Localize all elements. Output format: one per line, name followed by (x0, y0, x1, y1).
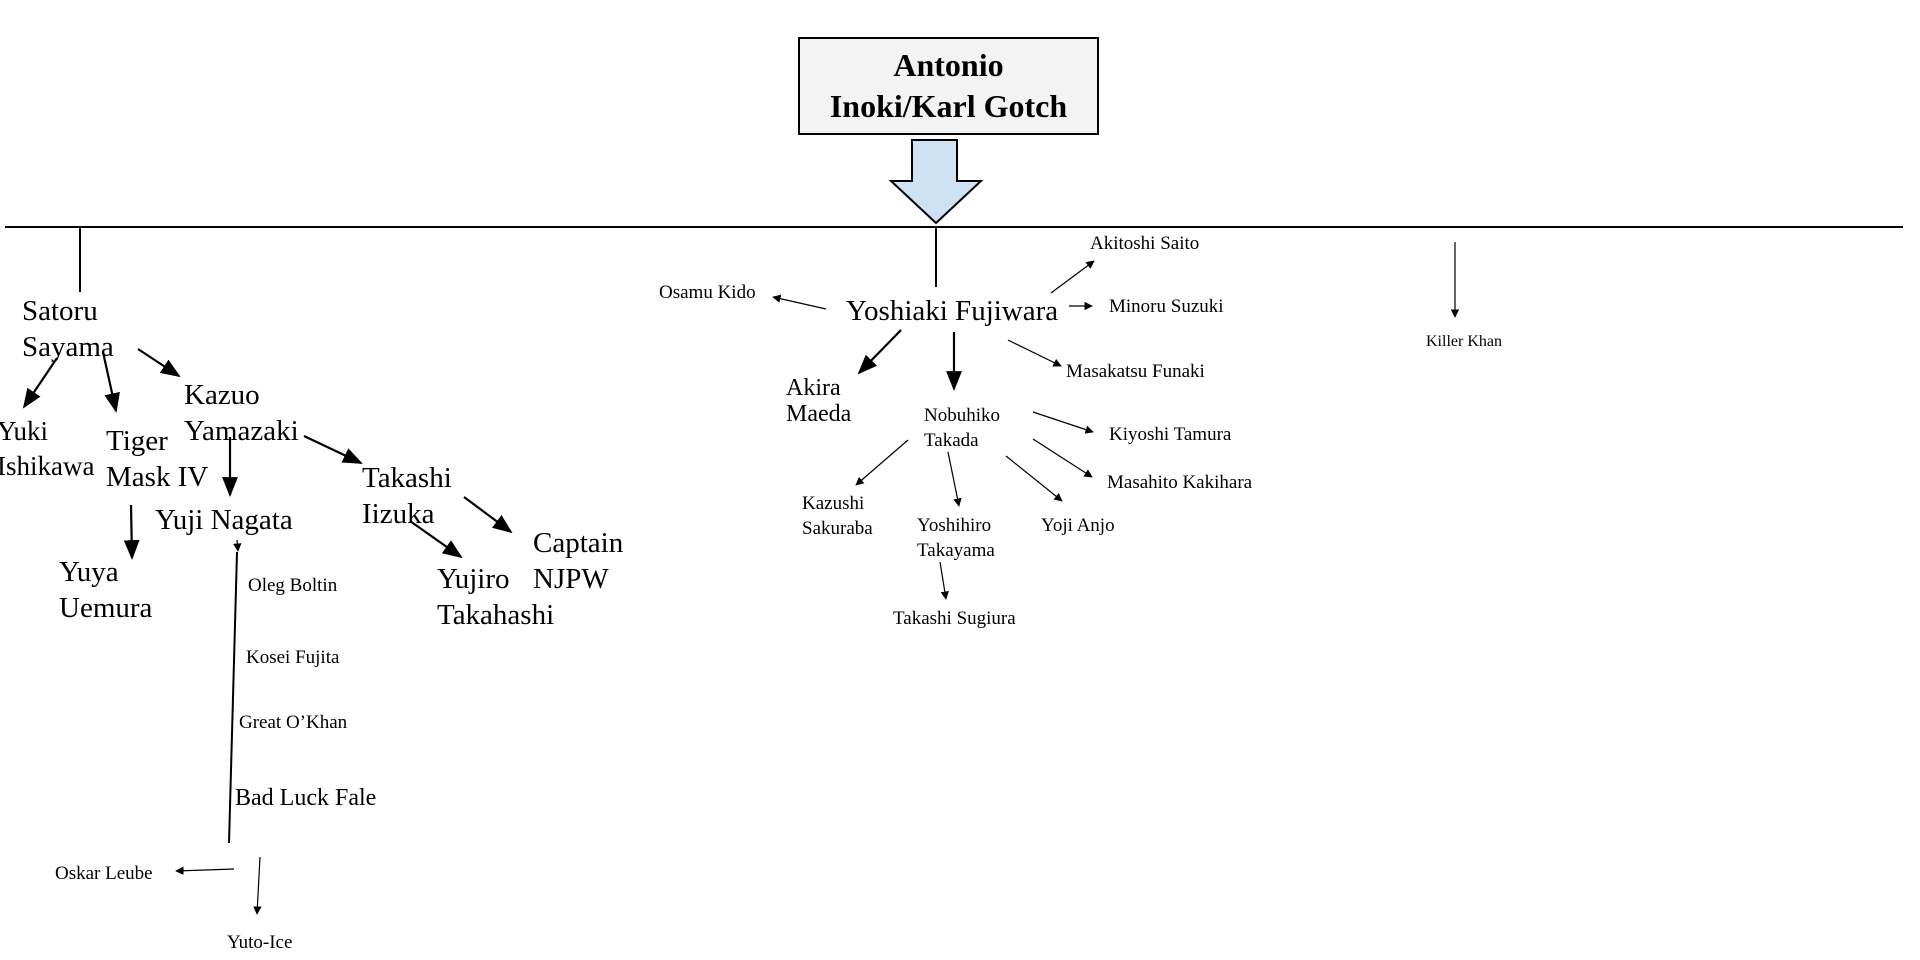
arrow-fujiwara-kido (772, 294, 827, 310)
node-line: Yamazaki (184, 415, 299, 447)
node-tiger-mask-iv: Tiger Mask IV (106, 423, 208, 495)
node-line: Yuki (0, 416, 49, 446)
node-bad-luck-fale: Bad Luck Fale (235, 785, 377, 811)
node-yoshihiro-takayama: Yoshihiro Takayama (917, 513, 995, 563)
node-line: Ishikawa (0, 451, 95, 481)
node-kazuo-yamazaki: Kazuo Yamazaki (184, 377, 299, 449)
arrow-takada-takayama (947, 451, 962, 507)
node-line: Maeda (786, 401, 852, 427)
node-line: Sayama (22, 331, 114, 363)
node-satoru-sayama: Satoru Sayama (22, 293, 114, 365)
node-line: Mask IV (106, 461, 209, 493)
arrow-takada-kakihara (1032, 438, 1093, 478)
arrow-sayama-tigermask (101, 351, 120, 413)
node-masahito-kakihara: Masahito Kakihara (1107, 472, 1253, 493)
node-yuji-nagata: Yuji Nagata (155, 504, 293, 536)
node-oleg-boltin: Oleg Boltin (248, 575, 338, 596)
node-minoru-suzuki: Minoru Suzuki (1109, 296, 1224, 317)
arrow-takayama-sugiura (939, 561, 949, 600)
root-box: Antonio Inoki/Karl Gotch (798, 37, 1099, 135)
node-akira-maeda: Akira Maeda (786, 375, 851, 427)
node-line: Satoru (22, 295, 98, 327)
nagata-students-line (228, 551, 238, 844)
root-name-line1: Antonio (893, 47, 1004, 83)
node-kazushi-sakuraba: Kazushi Sakuraba (802, 491, 873, 541)
node-yuki-ishikawa: Yuki Ishikawa (0, 414, 94, 484)
node-great-okhan: Great O’Khan (239, 712, 348, 733)
root-name: Antonio Inoki/Karl Gotch (830, 45, 1067, 127)
node-line: Captain (533, 527, 624, 559)
arrow-leube (175, 866, 235, 875)
arrow-sayama-yamazaki (137, 348, 181, 378)
node-line: Yuya (59, 556, 119, 588)
root-name-line2: Inoki/Karl Gotch (829, 88, 1068, 124)
arrow-tigermask-uemura (123, 504, 140, 560)
arrow-takada-tamura (1032, 411, 1094, 434)
node-osamu-kido: Osamu Kido (659, 282, 756, 303)
node-yuya-uemura: Yuya Uemura (59, 554, 152, 626)
node-takashi-sugiura: Takashi Sugiura (893, 608, 1016, 629)
node-line: Nobuhiko (924, 405, 1000, 426)
arrow-fujiwara-maeda (857, 329, 902, 375)
node-line: NJPW (533, 563, 609, 595)
arrow-iizuka-takahashi (409, 520, 463, 559)
node-yuto-ice: Yuto-Ice (227, 932, 293, 953)
node-line: Kazuo (184, 379, 260, 411)
node-masakatsu-funaki: Masakatsu Funaki (1066, 361, 1205, 382)
node-yujiro-takahashi: Yujiro Takahashi (437, 561, 554, 633)
arrow-fujiwara-saito (1050, 260, 1095, 294)
node-line: Uemura (59, 592, 153, 624)
node-nobuhiko-takada: Nobuhiko Takada (924, 403, 1000, 453)
node-kosei-fujita: Kosei Fujita (246, 647, 340, 668)
root-down-arrow (888, 139, 984, 225)
node-line: Iizuka (362, 498, 435, 530)
node-line: Yujiro (437, 563, 510, 595)
node-kiyoshi-tamura: Kiyoshi Tamura (1109, 424, 1232, 445)
node-line: Takahashi (437, 599, 555, 631)
arrow-takada-anjo (1005, 455, 1063, 502)
node-line: Akira (786, 375, 841, 401)
node-takashi-iizuka: Takashi Iizuka (362, 460, 452, 532)
node-line: Takada (924, 430, 979, 451)
node-captain-njpw: Captain NJPW (533, 525, 623, 597)
node-yoji-anjo: Yoji Anjo (1041, 515, 1115, 536)
node-line: Takayama (917, 540, 995, 561)
arrow-fujiwara-funaki (1007, 339, 1062, 367)
node-line: Tiger (106, 425, 168, 457)
node-oskar-leube: Oskar Leube (55, 863, 153, 884)
arrow-yutoice (253, 856, 262, 915)
arrow-sayama-ishikawa (22, 357, 58, 409)
node-line: Takashi (362, 462, 452, 494)
node-akitoshi-saito: Akitoshi Saito (1090, 233, 1200, 254)
node-killer-khan: Killer Khan (1426, 333, 1502, 350)
arrow-nagata-small (233, 539, 242, 552)
arrow-takada-sakuraba (855, 439, 909, 486)
node-yoshiaki-fujiwara: Yoshiaki Fujiwara (846, 295, 1059, 327)
arrow-yamazaki-iizuka (303, 435, 363, 464)
node-line: Kazushi (802, 493, 865, 514)
node-line: Sakuraba (802, 518, 873, 539)
arrow-iizuka-captain (463, 496, 513, 534)
node-line: Yoshihiro (917, 515, 992, 536)
